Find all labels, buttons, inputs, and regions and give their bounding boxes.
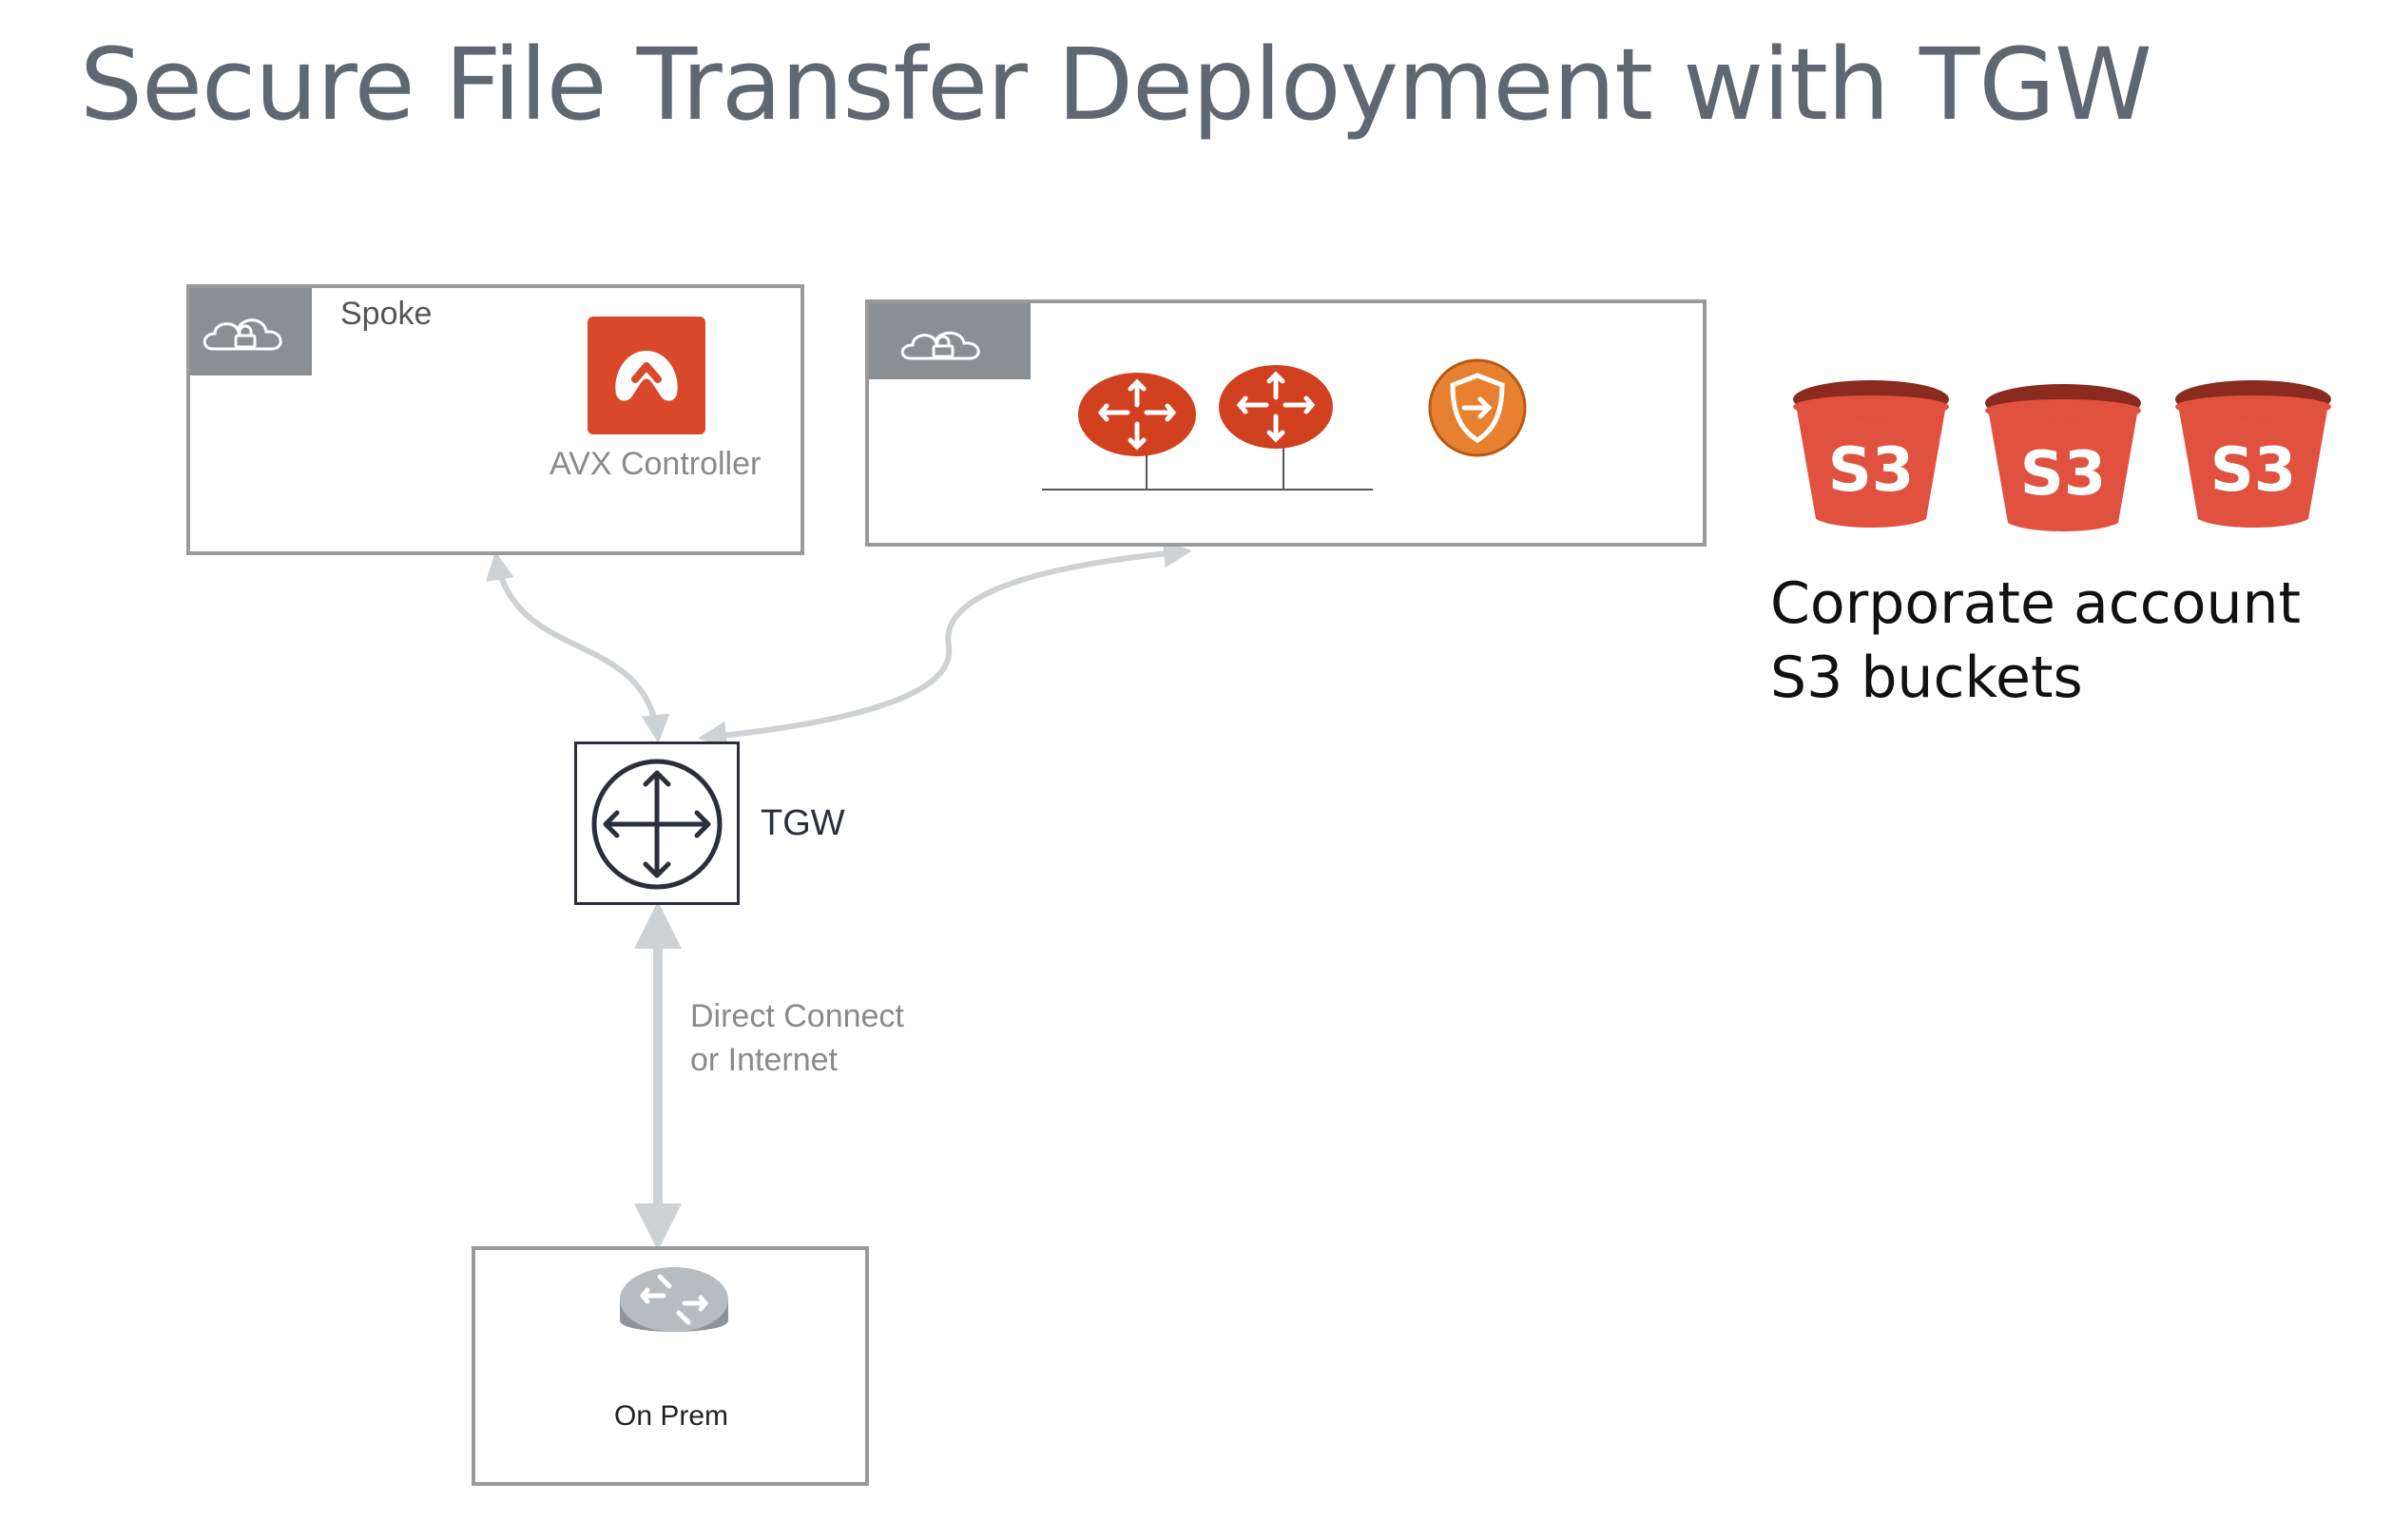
- s3-bucket-icon: S3: [2175, 380, 2331, 528]
- firewall-shield-icon: [1428, 358, 1527, 457]
- cloud-lock-tab: [869, 303, 1031, 379]
- link-label-line1: Direct Connect: [690, 998, 904, 1034]
- transit-gateway-icon: [591, 759, 723, 890]
- s3-bucket-label: S3: [2210, 435, 2297, 506]
- on-prem-label: On Prem: [614, 1400, 729, 1432]
- s3-caption-line1: Corporate account: [1770, 570, 2302, 637]
- cloud-lock-icon: [203, 318, 282, 351]
- s3-bucket-label: S3: [2020, 439, 2107, 510]
- transit-tgw-connector: [698, 539, 1192, 750]
- on-prem-box[interactable]: On Prem: [472, 1246, 869, 1486]
- s3-caption-line2: S3 buckets: [1770, 645, 2083, 711]
- cloud-lock-tab: [190, 288, 312, 375]
- spoke-vpc[interactable]: Spoke AVX Controller: [186, 284, 804, 555]
- on-prem-router-icon: [620, 1267, 728, 1332]
- router-icon: [1219, 365, 1333, 449]
- transit-network: [1042, 358, 1527, 491]
- router-icon: [1078, 373, 1196, 456]
- tgw-node[interactable]: [574, 741, 740, 905]
- s3-bucket-icon: S3: [1793, 380, 1949, 528]
- s3-bucket-label: S3: [1828, 435, 1915, 506]
- aviatrix-controller-icon[interactable]: [588, 317, 705, 434]
- avx-controller-label: AVX Controller: [550, 446, 762, 482]
- page-title: Secure File Transfer Deployment with TGW: [80, 27, 2152, 143]
- transit-vpc[interactable]: [865, 299, 1707, 547]
- s3-bucket-icon: S3: [1985, 384, 2141, 531]
- cloud-lock-icon: [900, 331, 980, 360]
- spoke-label: Spoke: [340, 296, 433, 332]
- link-label-line2: or Internet: [690, 1042, 838, 1078]
- tgw-label: TGW: [761, 803, 845, 843]
- spoke-tgw-connector: [485, 551, 670, 743]
